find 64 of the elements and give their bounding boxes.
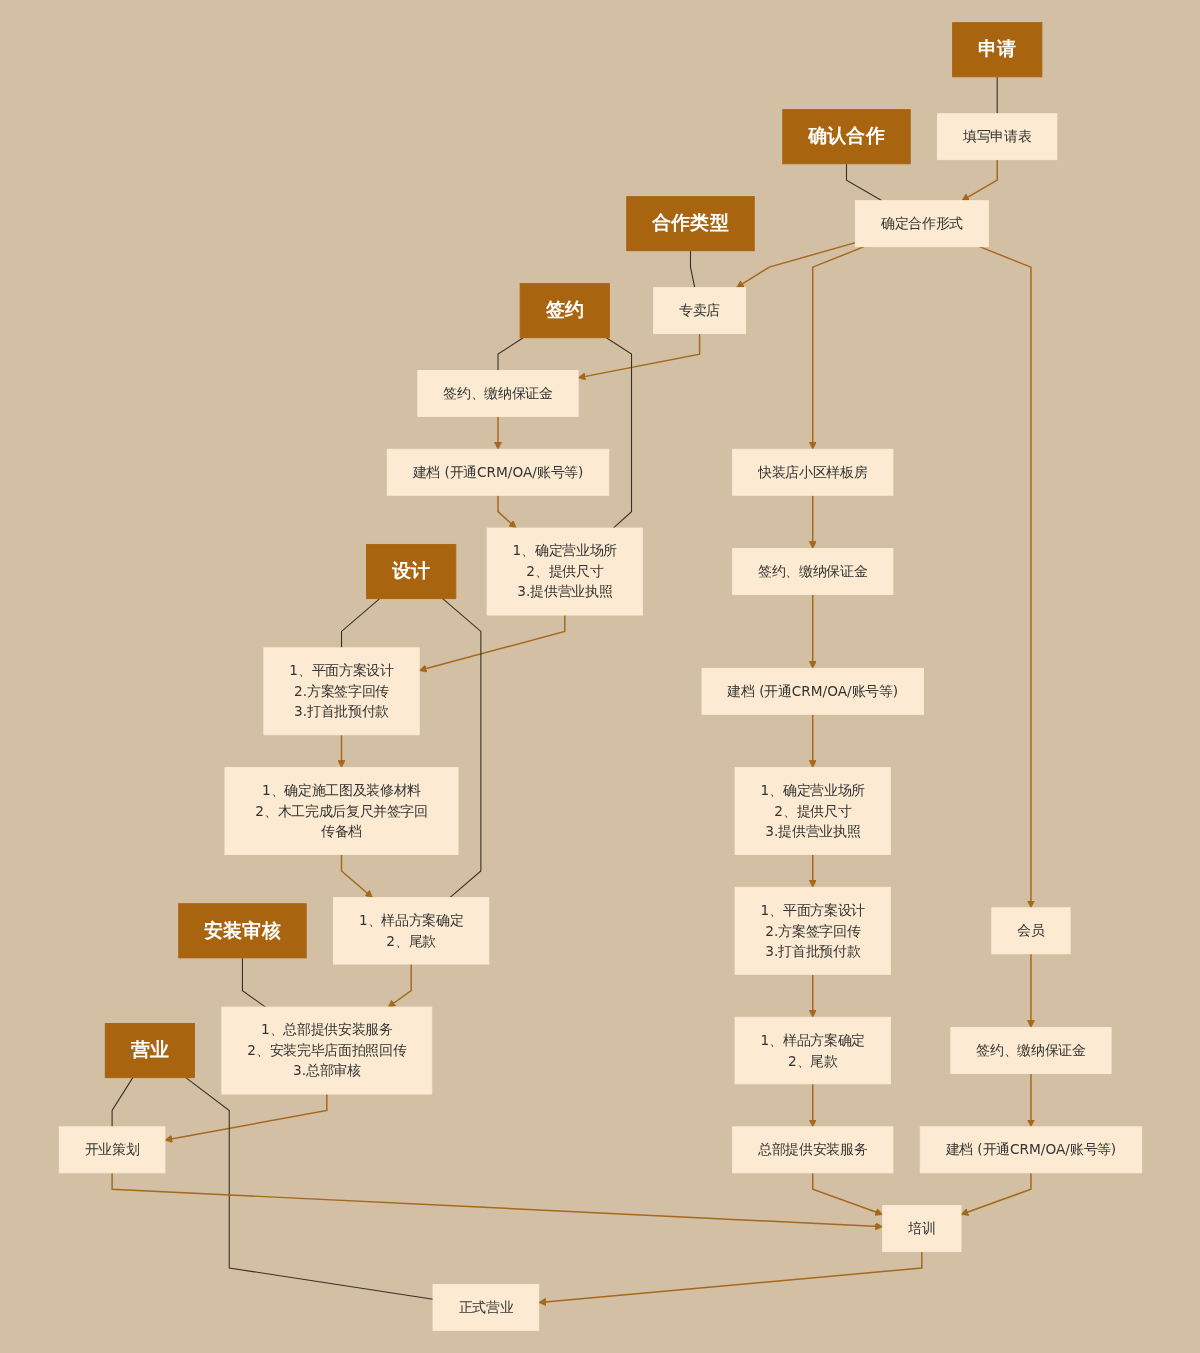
node-box: 1、确定营业场所 2、提供尺寸 3.提供营业执照 [734, 767, 891, 855]
connector [184, 1077, 434, 1300]
arrow [808, 1083, 817, 1128]
node-box: 开业策划 [58, 1126, 165, 1174]
node-box: 1、样品方案确定 2、尾款 [734, 1016, 891, 1085]
arrow [735, 241, 856, 288]
connector [111, 1077, 133, 1128]
arrow [808, 245, 865, 450]
arrow [340, 853, 373, 898]
node-box: 正式营业 [432, 1283, 539, 1331]
arrow [1026, 1072, 1035, 1128]
node-box: 快装店小区样板房 [731, 448, 893, 496]
arrow [537, 1250, 923, 1306]
arrow [387, 963, 412, 1008]
connector [241, 957, 266, 1008]
node-box: 签约、缴纳保证金 [949, 1027, 1112, 1074]
node-box: 专卖店 [652, 287, 746, 335]
connector [996, 76, 998, 115]
connector [845, 163, 883, 202]
arrow [960, 1172, 1032, 1216]
arrow [493, 415, 502, 450]
arrow [337, 734, 345, 768]
arrow [808, 713, 817, 768]
arrow [808, 973, 817, 1018]
node-box: 1、总部提供安装服务 2、安装完毕店面拍照回传 3.总部审核 [220, 1006, 432, 1095]
arrow [110, 1172, 883, 1231]
arrow [496, 494, 517, 529]
node-box: 会员 [990, 907, 1071, 955]
node-box: 1、确定营业场所 2、提供尺寸 3.提供营业执照 [486, 527, 643, 616]
node-box: 设计 [365, 544, 456, 600]
node-box: 1、平面方案设计 2.方案签字回传 3.打首批预付款 [262, 647, 420, 736]
arrow [808, 853, 817, 888]
arrow [164, 1093, 328, 1143]
connector [340, 598, 380, 649]
node-box: 建档 (开通CRM/OA/账号等) [386, 448, 609, 496]
node-box: 建档 (开通CRM/OA/账号等) [919, 1126, 1142, 1174]
arrow [808, 593, 817, 669]
node-box: 1、平面方案设计 2.方案签字回传 3.打首批预付款 [734, 886, 891, 975]
connector [496, 337, 524, 372]
arrow [418, 614, 565, 673]
node-box: 培训 [881, 1205, 961, 1253]
node-box: 签约、缴纳保证金 [416, 370, 579, 417]
node-box: 建档 (开通CRM/OA/账号等) [701, 667, 924, 715]
node-box: 1、确定施工图及装修材料 2、木工完成后复尺并签字回传备档 [224, 767, 459, 855]
arrow [978, 245, 1035, 909]
connector [689, 250, 695, 289]
node-box: 安装审核 [177, 903, 307, 959]
connector [441, 598, 481, 899]
arrow [808, 494, 817, 549]
node-box: 签约、缴纳保证金 [731, 548, 893, 595]
arrow [1026, 953, 1035, 1028]
node-box: 1、样品方案确定 2、尾款 [332, 897, 489, 965]
node-box: 申请 [951, 22, 1042, 78]
node-box: 合作类型 [625, 196, 755, 252]
connector [605, 337, 632, 529]
node-box: 签约 [519, 283, 610, 339]
node-box: 确定合作形式 [854, 200, 989, 248]
node-box: 填写申请表 [936, 113, 1057, 161]
arrow [811, 1172, 883, 1216]
node-box: 总部提供安装服务 [731, 1126, 893, 1174]
node-box: 营业 [104, 1023, 195, 1079]
node-box: 确认合作 [781, 109, 911, 165]
arrow [960, 158, 998, 202]
arrow [577, 332, 700, 381]
